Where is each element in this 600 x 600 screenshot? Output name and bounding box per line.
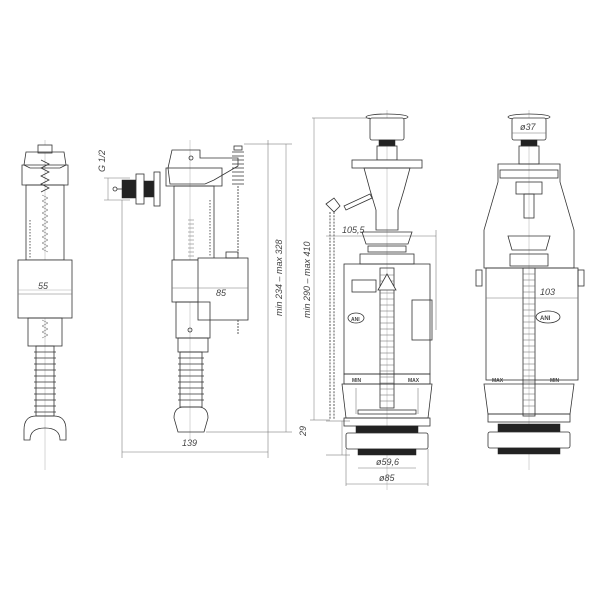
dimension-base-height: 29 (298, 426, 308, 437)
flush-valve-front-view: ø37 103 ANI MAX MIN (475, 110, 585, 470)
min-label: MIN (550, 378, 560, 384)
logo: ANI (540, 316, 551, 322)
max-label: MAX (408, 378, 420, 384)
logo: ANI (351, 317, 360, 323)
dimension-upper-width: 105,5 (342, 225, 366, 235)
min-label: MIN (352, 378, 362, 384)
fill-valve-front-view: 55 (17, 140, 73, 470)
dimension-body-width: 103 (540, 287, 555, 297)
dimension-thread-diameter: ø59,6 (376, 457, 399, 467)
dimension-button-diameter: ø37 (520, 122, 537, 132)
dimension-side-float-width: 85 (216, 288, 227, 298)
dimension-thread: G 1/2 (97, 150, 107, 172)
max-label: MAX (492, 378, 504, 384)
dimension-flush-height: min 290 – max 410 (302, 241, 312, 318)
dimension-float-width: 55 (38, 281, 49, 291)
dimension-fill-height: min 234 – max 328 (274, 239, 284, 316)
fill-valve-side-view: G 1/2 85 (97, 140, 292, 458)
dimension-total-width: 139 (182, 438, 197, 448)
flush-valve-side-view: min 290 – max 410 29 105,5 ANI (298, 110, 437, 490)
dimension-flange-diameter: ø85 (379, 473, 396, 483)
